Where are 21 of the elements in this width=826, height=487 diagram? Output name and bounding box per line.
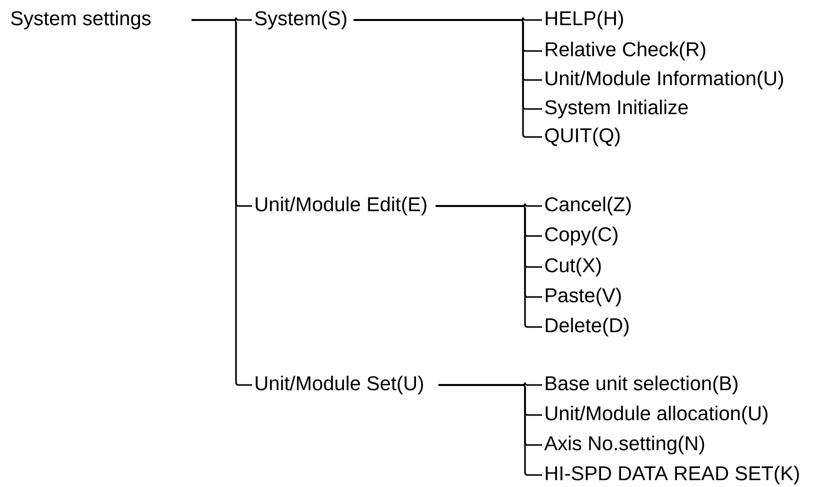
- menu-label: HI-SPD DATA READ SET(K): [546, 466, 799, 484]
- menu-label: System(S): [255, 10, 346, 30]
- menu-label: Copy(C): [545, 226, 618, 246]
- menu-label: System settings: [11, 10, 151, 30]
- menu-label: Base unit selection(B): [546, 376, 738, 394]
- tree-connector: [438, 384, 542, 476]
- menu-label: System Initialize: [545, 100, 688, 118]
- menu-label: QUIT(Q): [545, 128, 620, 146]
- tree-connector: [354, 19, 542, 138]
- menu-label: Unit/Module allocation(U): [546, 406, 768, 424]
- menu-label: Relative Check(R): [546, 42, 706, 60]
- menu-label: Cancel(Z): [545, 196, 631, 216]
- tree-connector: [436, 205, 542, 328]
- menu-label: Unit/Module Edit(E): [256, 196, 426, 216]
- menu-label: Axis No.setting(N): [544, 436, 704, 454]
- menu-label: Paste(V): [546, 288, 621, 306]
- menu-label: HELP(H): [546, 10, 623, 30]
- menu-label: Unit/Module Set(U): [256, 376, 423, 394]
- menu-label: Cut(X): [545, 258, 601, 276]
- menu-label: Unit/Module Information(U): [546, 70, 784, 90]
- menu-label: Delete(D): [546, 318, 629, 336]
